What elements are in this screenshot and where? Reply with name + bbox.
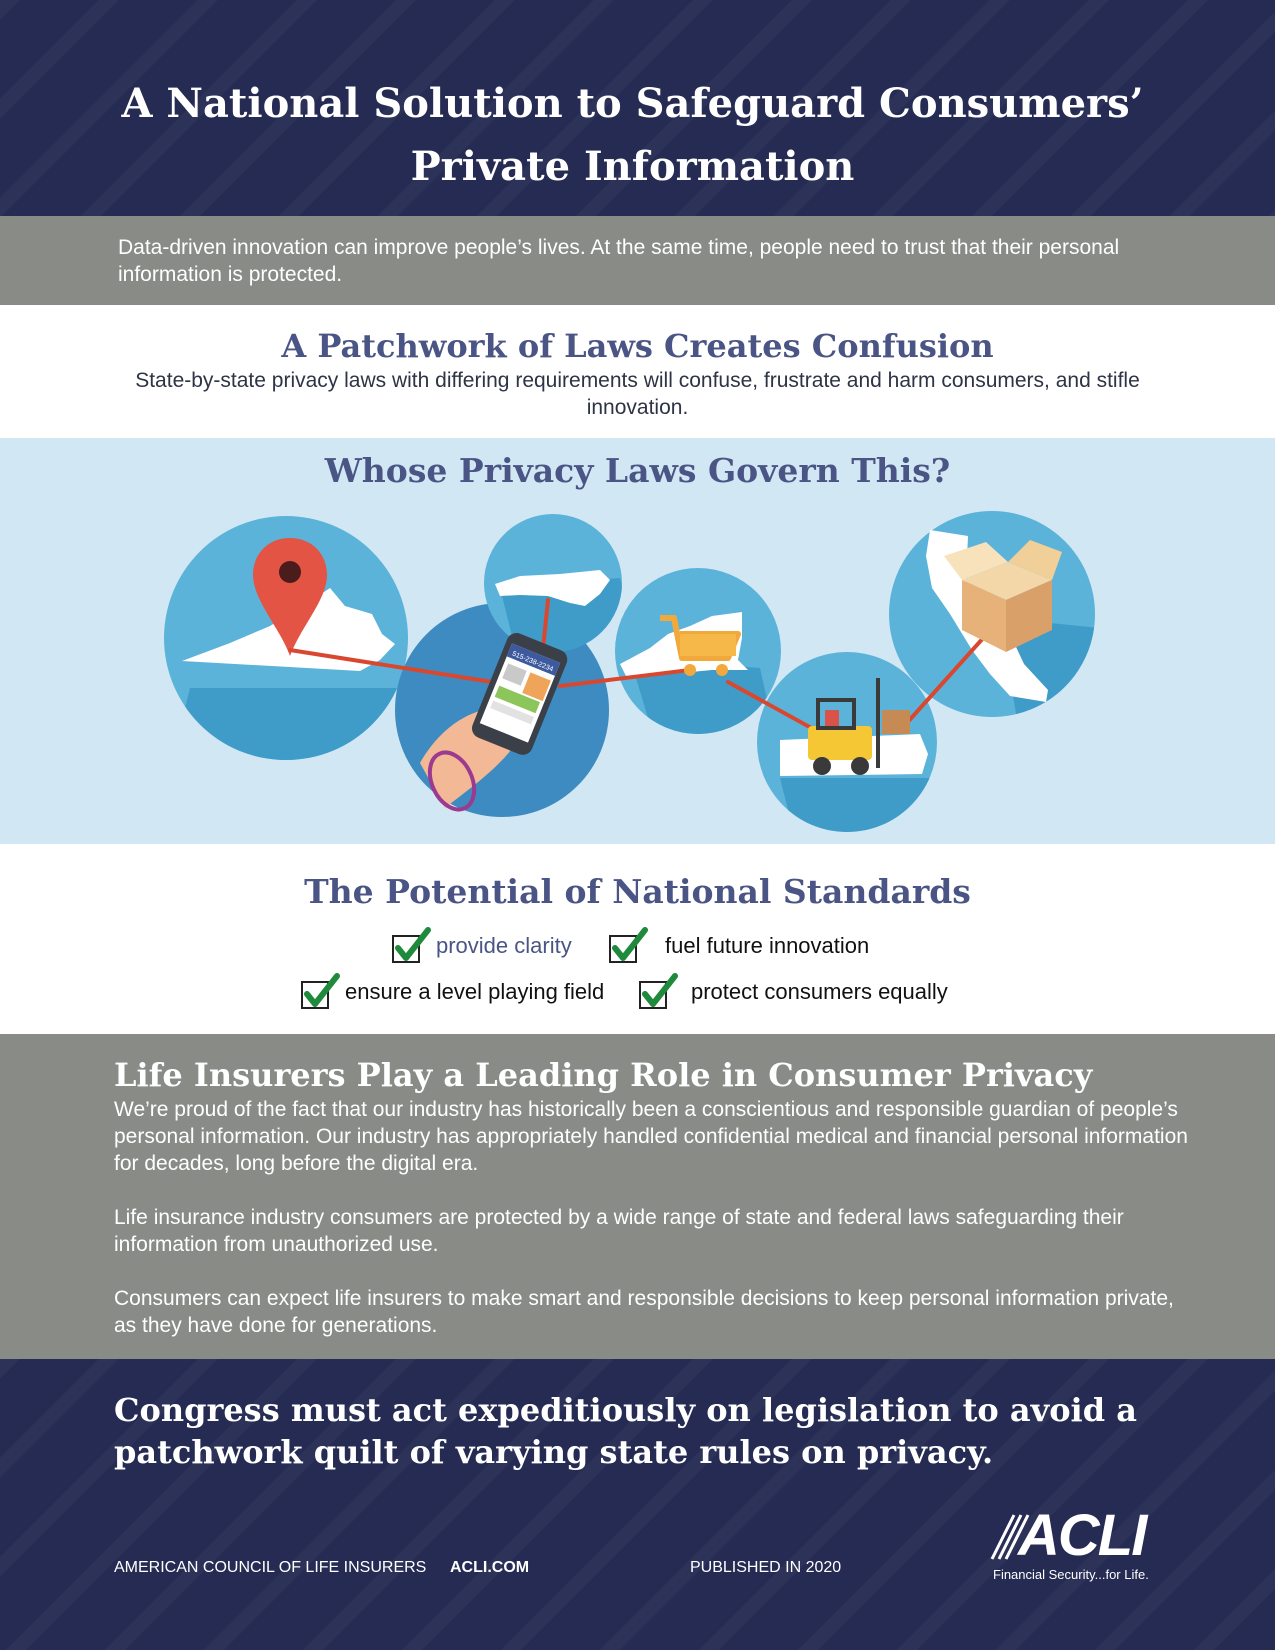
call-to-action: Congress must act expeditiously on legis…: [114, 1391, 1137, 1471]
standard-item: provide clarity: [390, 926, 572, 966]
page-title-line1: A National Solution to Safeguard Consume…: [121, 80, 1144, 127]
page-title: A National Solution to Safeguard Consume…: [0, 72, 1265, 198]
page-title-line2: Private Information: [410, 143, 855, 190]
intro-text: Data-driven innovation can improve peopl…: [118, 236, 1120, 286]
map-heading: Whose Privacy Laws Govern This?: [324, 451, 951, 490]
standard-item-label: fuel future innovation: [665, 933, 870, 958]
footer-band: Congress must act expeditiously on legis…: [0, 1359, 1275, 1650]
standard-item: fuel future innovation: [607, 926, 869, 966]
intro-band: Data-driven innovation can improve peopl…: [0, 216, 1275, 305]
website-link[interactable]: ACLI.COM: [450, 1559, 530, 1576]
checkmark-icon: [392, 927, 431, 963]
organization-name: AMERICAN COUNCIL OF LIFE INSURERS: [114, 1559, 427, 1576]
standards-section: The Potential of National Standards prov…: [0, 844, 1275, 1034]
header-band: A National Solution to Safeguard Consume…: [0, 0, 1275, 216]
life-insurers-heading: Life Insurers Play a Leading Role in Con…: [114, 1056, 1093, 1094]
north-carolina-state-shape: [495, 570, 610, 606]
standard-item-label: ensure a level playing field: [345, 979, 605, 1004]
smartphone-icon: 515-238-2234: [420, 633, 568, 812]
map-pin-icon: [253, 538, 327, 656]
checkmark-icon: [639, 973, 678, 1009]
shadow-shape: [170, 688, 408, 760]
standards-heading: The Potential of National Standards: [304, 872, 971, 911]
acli-logo: ACLI Financial Security...for Life.: [990, 1503, 1190, 1589]
logo-slash-lines-icon: [990, 1514, 1030, 1560]
logo-wordmark: ACLI: [1018, 1503, 1147, 1568]
package-box-icon: [944, 540, 1062, 652]
map-section: Whose Privacy Laws Govern This?: [0, 438, 1275, 844]
state-map-illustration: 515-238-2234: [164, 511, 1095, 832]
forklift-icon: [808, 678, 910, 775]
published-date: PUBLISHED IN 2020: [690, 1559, 842, 1576]
standard-item: protect consumers equally: [637, 972, 948, 1012]
standard-item-label: protect consumers equally: [691, 979, 948, 1004]
life-insurers-paragraph: Consumers can expect life insurers to ma…: [114, 1287, 1174, 1337]
shadow-shape: [780, 778, 937, 832]
patchwork-section: A Patchwork of Laws Creates Confusion St…: [0, 305, 1275, 438]
patchwork-heading: A Patchwork of Laws Creates Confusion: [281, 327, 994, 365]
checkmark-icon: [301, 973, 340, 1009]
logo-tagline: Financial Security...for Life.: [993, 1567, 1149, 1582]
standard-item-label: provide clarity: [436, 933, 572, 958]
life-insurers-section: Life Insurers Play a Leading Role in Con…: [0, 1034, 1275, 1359]
patchwork-text: State-by-state privacy laws with differi…: [135, 369, 1140, 419]
shopping-cart-icon: [660, 615, 741, 676]
life-insurers-paragraph: Life insurance industry consumers are pr…: [114, 1206, 1124, 1256]
life-insurers-paragraph: We’re proud of the fact that our industr…: [114, 1098, 1188, 1175]
standard-item: ensure a level playing field: [299, 972, 604, 1012]
checkmark-icon: [609, 927, 648, 963]
